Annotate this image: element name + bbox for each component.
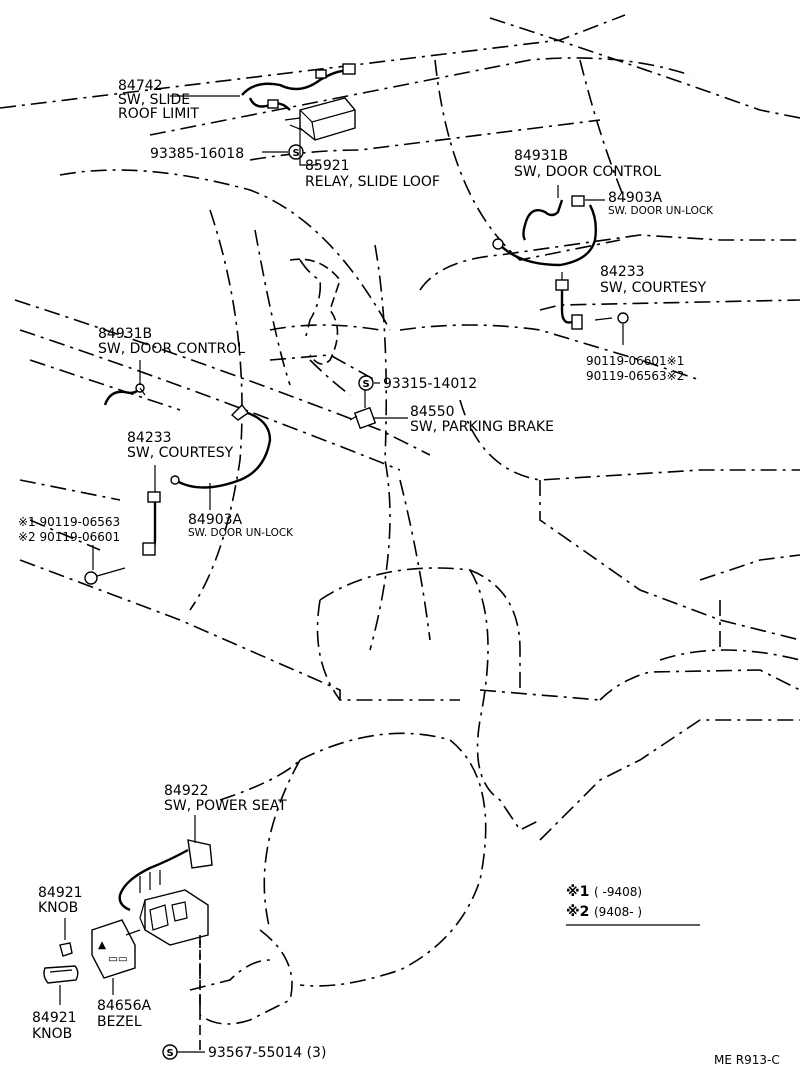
label-unlock-left-name: SW. DOOR UN-LOCK	[188, 527, 294, 539]
slide-roof-relay[interactable]	[284, 97, 356, 141]
label-screw-left-1: ※1 90119-06563	[18, 515, 120, 529]
legend-text-1: ( -9408)	[594, 885, 642, 899]
label-bezel-name: BEZEL	[97, 1014, 142, 1030]
svg-text:▭▭: ▭▭	[108, 953, 128, 965]
label-door-control-right-name: SW, DOOR CONTROL	[514, 164, 661, 180]
legend: ※1 ( -9408) ※2 (9408- )	[566, 884, 700, 926]
s-marker: S	[363, 379, 370, 390]
legend-mark-2: ※2	[566, 904, 589, 920]
label-screw-right-2: 90119-06563※2	[586, 369, 684, 383]
label-courtesy-right-number: 84233	[600, 264, 645, 280]
label-screw-93567: 93567-55014 (3)	[208, 1045, 326, 1061]
door-control-switch-right[interactable]	[522, 195, 585, 241]
labels: 84742 SW, SLIDE ROOF LIMIT 93385-16018 8…	[18, 78, 714, 1061]
label-screw-left-2: ※2 90119-06601	[18, 530, 120, 544]
label-power-seat-name: SW, POWER SEAT	[164, 798, 287, 814]
s-marker: S	[167, 1048, 174, 1059]
knob-a[interactable]	[59, 942, 73, 957]
label-courtesy-left-name: SW, COURTESY	[127, 445, 234, 461]
svg-text:▲: ▲	[98, 939, 107, 951]
screw-marker-93315	[358, 375, 374, 391]
leader-lines	[59, 95, 624, 1053]
parking-brake-switch[interactable]	[349, 388, 377, 430]
label-roof-limit-name-2: ROOF LIMIT	[118, 106, 199, 122]
label-roof-limit-name-1: SW, SLIDE	[118, 92, 190, 108]
label-knob-a-number: 84921	[38, 885, 83, 901]
label-unlock-left-number: 84903A	[188, 512, 243, 528]
label-relay-number: 85921	[305, 158, 350, 174]
label-knob-b-name: KNOB	[32, 1026, 72, 1042]
label-bezel-number: 84656A	[97, 998, 152, 1014]
bezel[interactable]: ▲ ▭▭	[91, 919, 141, 979]
label-parking-brake-number: 84550	[410, 404, 455, 420]
power-seat-switch[interactable]	[118, 839, 213, 946]
label-relay-name: RELAY, SLIDE LOOF	[305, 174, 440, 190]
door-unlock-switch-right[interactable]	[492, 204, 598, 267]
label-knob-a-name: KNOB	[38, 900, 78, 916]
label-screw-right-1: 90119-06601※1	[586, 354, 684, 368]
label-courtesy-right-name: SW, COURTESY	[600, 280, 707, 296]
label-bolt-93385: 93385-16018	[150, 146, 244, 162]
legend-text-2: (9408- )	[594, 905, 642, 919]
slide-roof-limit-switch[interactable]	[241, 63, 356, 111]
label-door-control-right-number: 84931B	[514, 148, 568, 164]
label-screw-93315: 93315-14012	[383, 376, 477, 392]
label-unlock-right-name: SW. DOOR UN-LOCK	[608, 205, 714, 217]
label-power-seat-number: 84922	[164, 783, 209, 799]
s-marker: S	[293, 148, 300, 159]
seat-phantom	[299, 259, 322, 341]
door-unlock-switch-left[interactable]	[170, 403, 272, 489]
label-knob-b-number: 84921	[32, 1010, 77, 1026]
legend-mark-1: ※1	[566, 884, 589, 900]
reference-code: ME R913-C	[714, 1053, 780, 1067]
label-roof-limit-number: 84742	[118, 78, 163, 94]
label-door-control-left-name: SW, DOOR CONTROL	[98, 341, 245, 357]
label-courtesy-left-number: 84233	[127, 430, 172, 446]
label-door-control-left-number: 84931B	[98, 326, 152, 342]
label-unlock-right-number: 84903A	[608, 190, 663, 206]
courtesy-switch-left[interactable]	[84, 491, 161, 585]
knob-b[interactable]	[43, 965, 79, 984]
label-parking-brake-name: SW, PARKING BRAKE	[410, 419, 554, 435]
